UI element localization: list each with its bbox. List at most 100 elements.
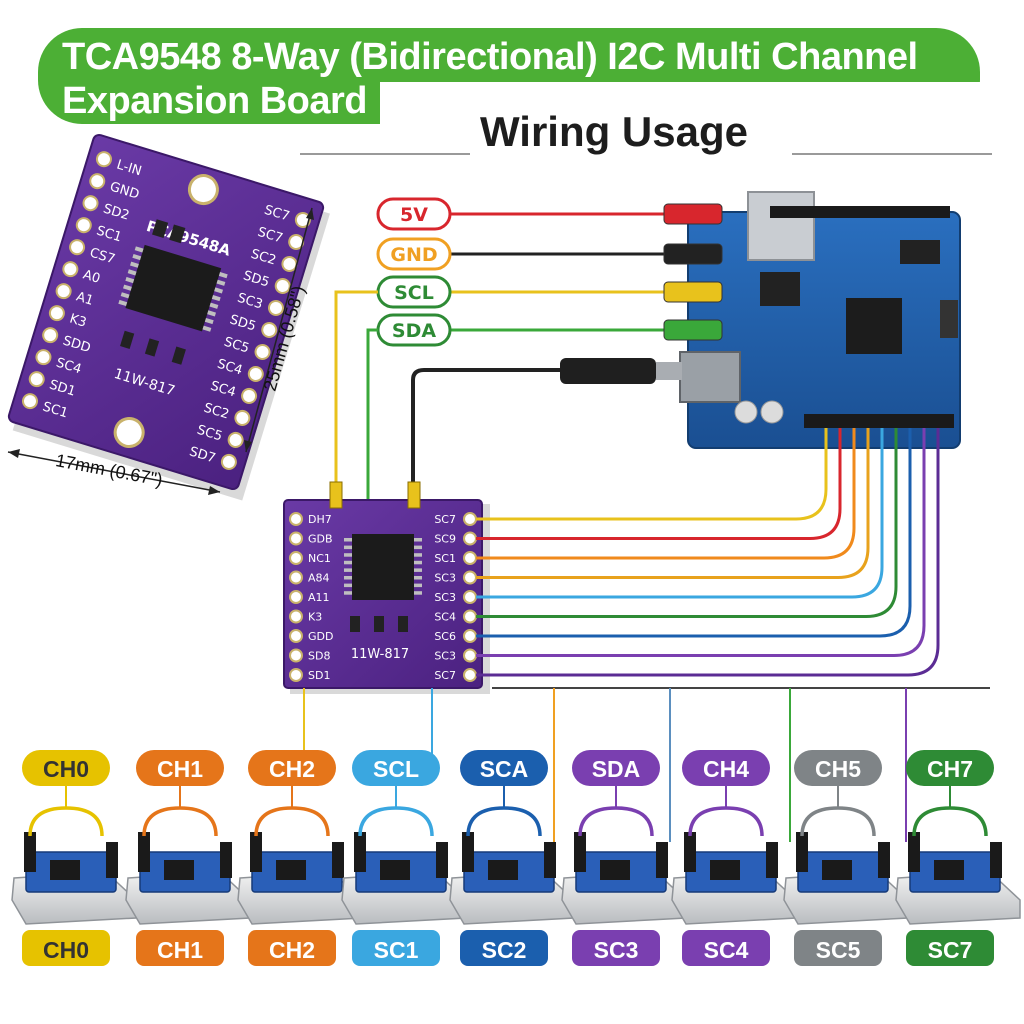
smd-part [120, 330, 135, 349]
channel-wire [476, 428, 912, 638]
module-left-pin-label: SC1 [41, 399, 70, 421]
pin-hole [463, 570, 477, 585]
pin-hole [289, 512, 303, 526]
power-tag [376, 197, 452, 231]
chip-leg [127, 269, 137, 276]
channel-tag-bottom [136, 930, 224, 966]
title-banner-notch [380, 82, 1020, 132]
arduino-button [940, 300, 958, 338]
center-left-pin-label: NC1 [308, 552, 331, 565]
chip-leg [134, 246, 144, 253]
channel-wire [476, 428, 884, 599]
channel-tag-top-label: SCL [373, 756, 419, 782]
sensor-chip [488, 860, 518, 880]
channel-tag-top [136, 750, 224, 786]
chip-leg [414, 553, 422, 557]
channel-tag-top [906, 750, 994, 786]
center-right-pin-label: SC9 [434, 533, 456, 546]
pin-hole [42, 327, 59, 344]
channel-wires [476, 428, 940, 677]
channel-tag-top-label: CH5 [815, 756, 861, 782]
pin-hole [463, 512, 477, 526]
channel-wire [476, 428, 842, 540]
module-right-pin-label: SC7 [262, 203, 291, 225]
sensor-header [574, 832, 586, 872]
channel-tag-top-label: CH4 [703, 756, 749, 782]
channel-tag-top-label: CH0 [43, 756, 89, 782]
chip-leg [344, 568, 352, 572]
module-left-pin-label: K3 [68, 312, 88, 331]
subtitle: Wiring Usage [480, 108, 748, 155]
module-chip [125, 244, 222, 332]
sensor-header [908, 832, 920, 872]
module-left-pin-label: A1 [74, 290, 95, 309]
channel-tag-top [22, 750, 110, 786]
channel-wire [476, 428, 870, 579]
usb-cable [411, 368, 560, 484]
center-left-pin-label: SD8 [308, 650, 330, 663]
power-tag-label: GND [390, 244, 437, 266]
channel-tag-bottom [22, 930, 110, 966]
sensor-header [24, 832, 36, 872]
sensor-loop-wire [800, 806, 876, 837]
module-right-pin-label: SC2 [202, 401, 231, 423]
channel-tag-top [248, 750, 336, 786]
module-right-pin-label: SD5 [241, 268, 271, 290]
chip-leg [344, 538, 352, 542]
sensor-header [138, 832, 150, 872]
pin-hole [463, 609, 477, 624]
pin-hole [241, 387, 258, 404]
channel-tag-bottom-label: SC3 [594, 937, 639, 963]
pin-hole [289, 531, 303, 546]
chip-leg [414, 591, 422, 595]
pin-hole [234, 409, 251, 426]
center-right-pin-label: SC3 [434, 572, 456, 585]
channel-tag-bottom-label: SC7 [928, 937, 973, 963]
chip-leg [204, 317, 214, 325]
center-right-pin-label: SC7 [434, 513, 456, 526]
power-tag-label: 5V [400, 204, 428, 226]
channel-tag-bottom [248, 930, 336, 966]
module-left-pin-label: SD2 [101, 202, 131, 224]
chip-leg [344, 560, 352, 565]
sensor-chip [50, 860, 80, 880]
center-left-pin-label: A11 [308, 591, 330, 604]
chip-leg [414, 560, 422, 565]
module-right-pin-label: SC4 [209, 379, 238, 401]
channel-tag-top [572, 750, 660, 786]
sensor-chip [600, 860, 630, 880]
sensor-loop-wire [142, 806, 218, 837]
chip-leg [211, 295, 221, 302]
module-left-pin-label: CS7 [88, 246, 117, 268]
center-right-pin-label: SC1 [434, 552, 456, 565]
center-chip [352, 534, 414, 600]
module-right-pin-label: SC4 [215, 357, 244, 379]
channel-tag-bottom [572, 930, 660, 966]
center-left-pin-label: SD1 [308, 669, 330, 682]
chip-leg [414, 538, 422, 542]
pin-hole [247, 365, 264, 382]
scl-wire [334, 290, 378, 484]
sensor-header [332, 842, 344, 878]
center-right-pin-label: SC3 [434, 650, 456, 663]
pin-hole [289, 609, 303, 624]
usb-cable-tip [656, 362, 682, 380]
sensor-chip [710, 860, 740, 880]
chip-leg [344, 545, 352, 550]
channel-wire [476, 428, 828, 521]
smd-part [152, 219, 169, 239]
channel-tag-bottom-label: CH2 [269, 937, 315, 963]
wire-plug [663, 281, 723, 303]
pin-hole [463, 531, 477, 546]
pin-hole [89, 173, 106, 190]
mount-hole-top [187, 174, 219, 206]
channel-tag-bottom-label: CH1 [157, 937, 203, 963]
channel-tag-top [794, 750, 882, 786]
chip-leg [344, 591, 352, 595]
sda-wire [366, 328, 378, 500]
wire-plug [663, 203, 723, 225]
